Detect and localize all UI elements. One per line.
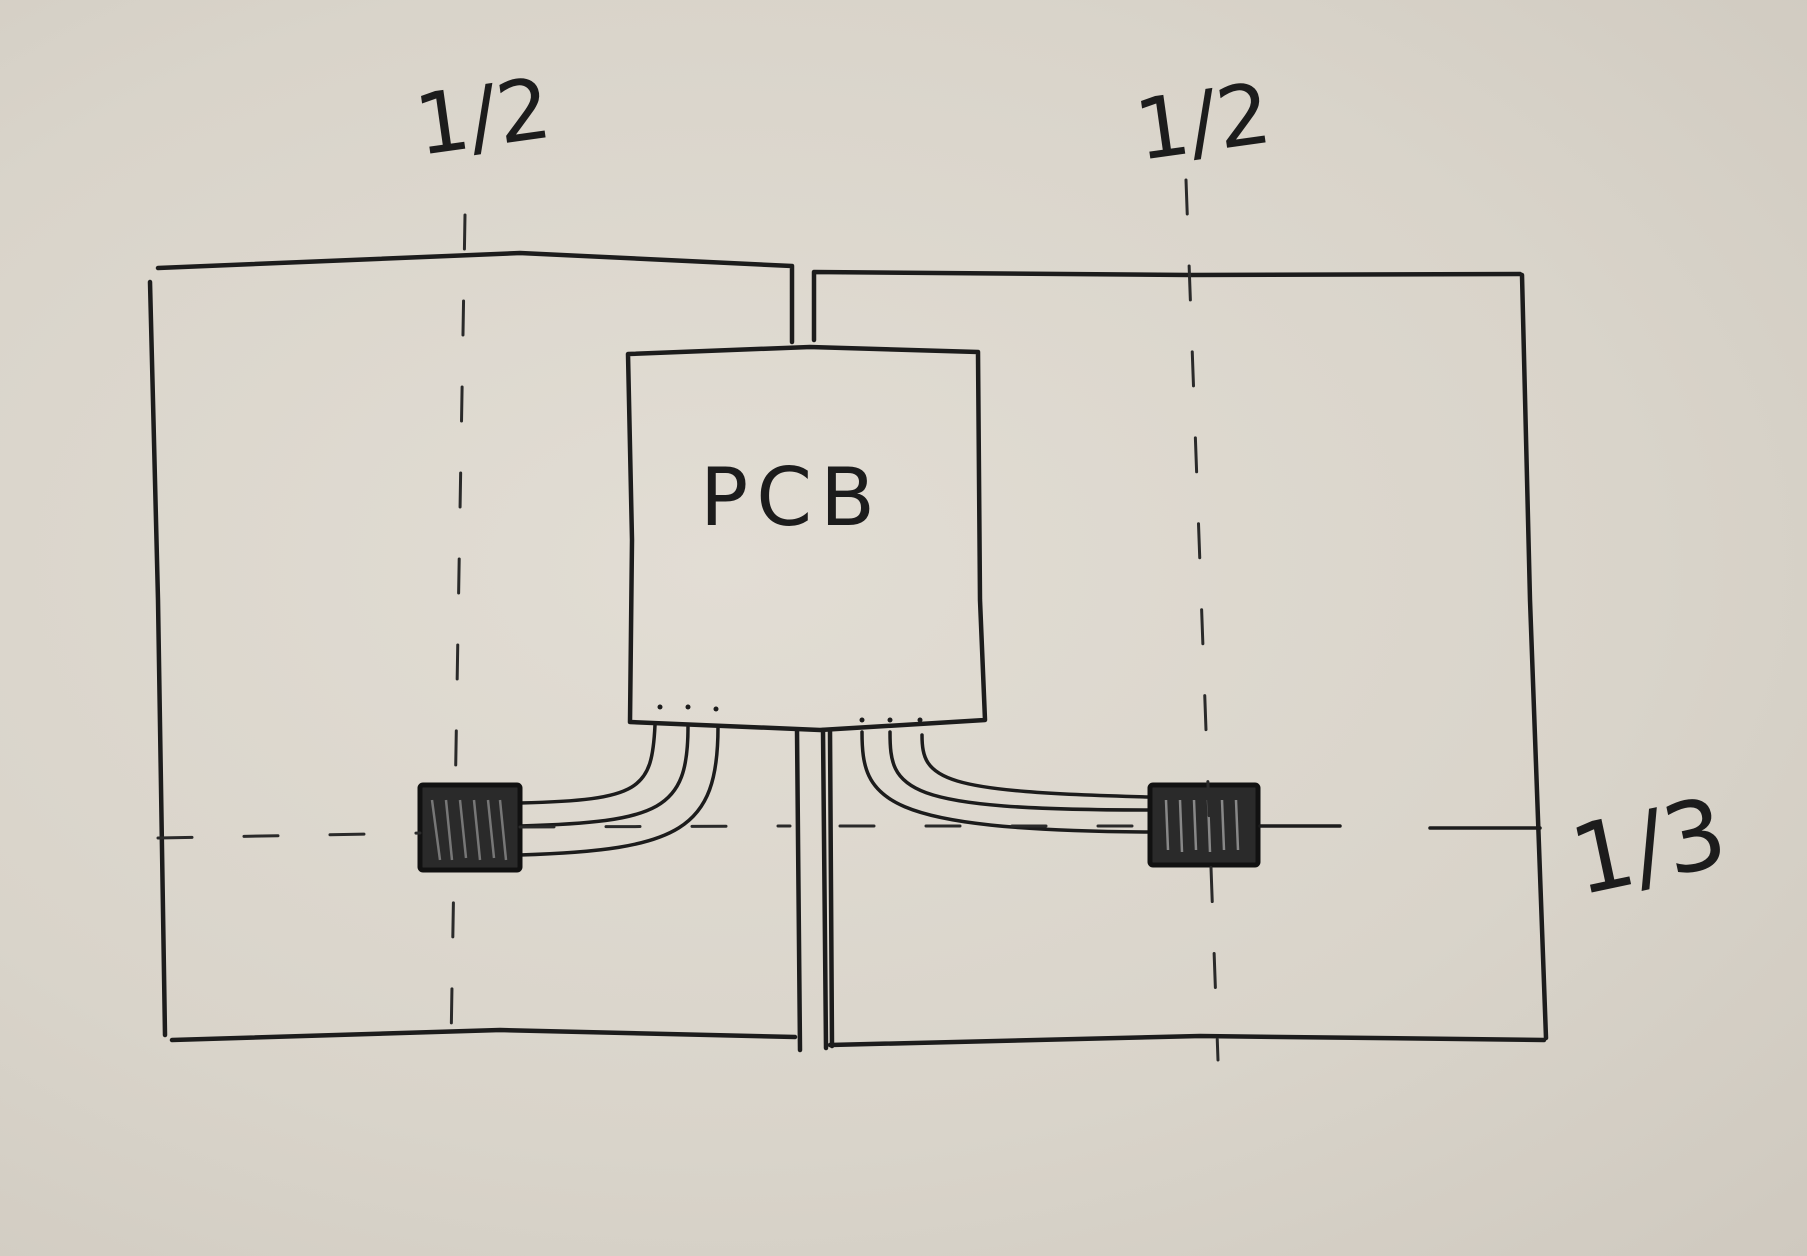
left-wire-3 [518, 725, 720, 857]
horizontal-line-left-segment [156, 831, 422, 840]
pcb-label: PCB [700, 451, 883, 544]
horizontal-line-mid-left [518, 824, 792, 829]
left-wires [518, 723, 720, 857]
fraction-label-horizontal: 1/3 [1561, 776, 1735, 918]
left-connector [417, 782, 523, 873]
channel-left-line [794, 727, 803, 1053]
right-wire-2 [888, 730, 1152, 812]
right-panel-left-edge [827, 727, 835, 1049]
left-vertical-centerline [449, 213, 467, 1047]
pcb-outline [625, 344, 988, 733]
right-panel-top-edge [811, 269, 1523, 343]
right-wire-3 [920, 733, 1152, 799]
left-wire-2 [518, 725, 690, 828]
pcb-pin-dots [657, 704, 923, 723]
right-wires [860, 730, 1152, 834]
left-panel-top-edge [155, 250, 795, 345]
right-wire-1 [860, 730, 1152, 834]
fraction-label-right: 1/2 [1129, 64, 1277, 180]
channel-right-line [820, 727, 829, 1051]
horizontal-line-right-segment [1258, 824, 1542, 830]
pcb-box: PCB [625, 344, 988, 733]
right-panel-bottom-edge [827, 1033, 1547, 1048]
right-panel-right-edge [1519, 272, 1549, 1041]
right-connector [1147, 782, 1261, 868]
left-panel-left-edge [147, 279, 168, 1038]
right-panel [811, 269, 1549, 1048]
right-vertical-centerline [1184, 178, 1220, 1062]
left-panel-bottom-edge [169, 1027, 798, 1043]
left-panel [147, 250, 798, 1043]
fraction-label-left: 1/2 [409, 59, 557, 175]
left-wire-1 [518, 723, 657, 805]
